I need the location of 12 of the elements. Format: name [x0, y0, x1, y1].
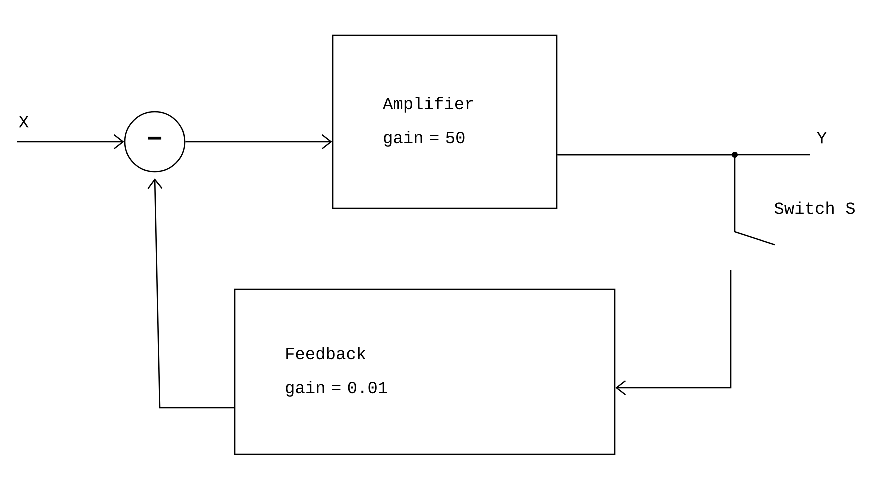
connector: [616, 270, 732, 396]
summing-junction: −: [124, 111, 186, 173]
connector: [558, 154, 736, 232]
connector: [148, 178, 234, 409]
connector: [186, 134, 332, 150]
switch-label: Switch S: [774, 202, 855, 214]
connector: [17, 134, 124, 150]
switch-symbol: [734, 231, 776, 246]
signal-label: Y: [817, 132, 827, 144]
block-box: Amplifier gain = 50: [332, 34, 558, 210]
block-box: Feedback gain = 0.01: [234, 288, 616, 456]
signal-label: X: [19, 116, 29, 128]
